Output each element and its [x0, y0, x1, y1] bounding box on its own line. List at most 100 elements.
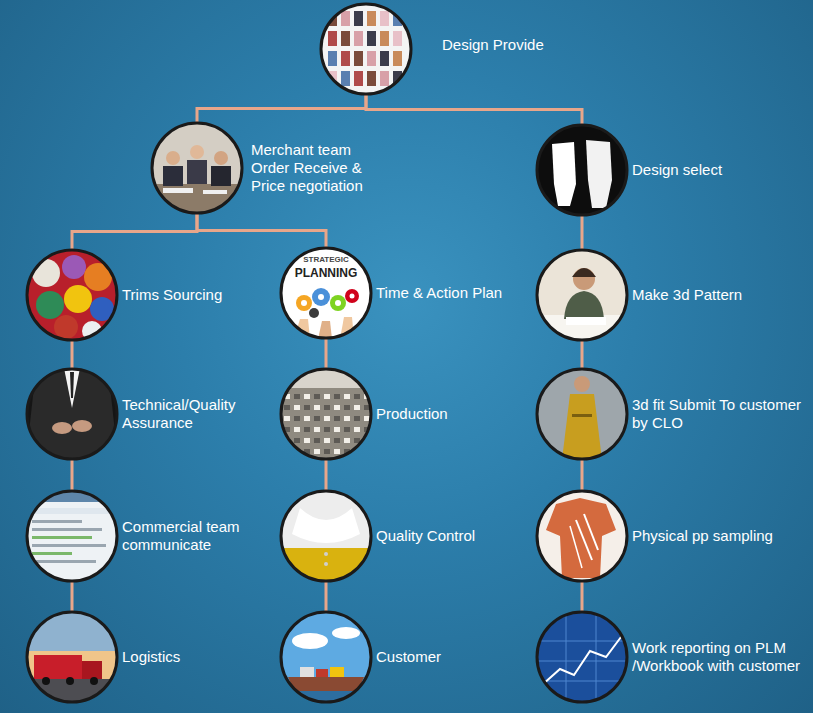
illustration-shape: [304, 427, 310, 432]
illustration-shape: [367, 71, 376, 86]
photo-node: 3d fit Submit To customer by CLO: [536, 368, 628, 460]
illustration-shape: [324, 427, 330, 432]
illustration-shape: [344, 394, 350, 399]
illustration-shape: [312, 288, 330, 306]
illustration-shape: [190, 145, 204, 159]
illustration-shape: [163, 166, 183, 186]
illustration-shape: [572, 268, 596, 277]
illustration-shape: [328, 31, 337, 46]
step-label: Customer: [376, 648, 516, 666]
photo-circle: [536, 249, 628, 341]
circle-outline: [537, 612, 627, 702]
illustration-shape: [294, 416, 300, 421]
illustration-shape: [564, 291, 604, 319]
photo-node: Quality Control: [280, 490, 372, 582]
illustration-shape: [367, 31, 376, 46]
connector-line: [325, 582, 328, 611]
illustration-ground: [536, 611, 628, 703]
illustration-ground: [26, 368, 118, 460]
illustration-shape: [334, 427, 340, 432]
circle-outline: [281, 491, 371, 581]
illustration-shape: [324, 394, 330, 399]
photo-node: Work reporting on PLM /Workbook with cus…: [536, 611, 628, 703]
illustration-shape: [314, 438, 320, 443]
illustration-shape: [354, 405, 360, 410]
illustration-shape: [324, 416, 330, 421]
illustration-ground: [536, 490, 628, 582]
connector-line: [197, 214, 326, 247]
illustration-shape: [367, 11, 376, 26]
illustration-shape: [32, 259, 60, 287]
photo-circle: [26, 249, 118, 341]
illustration-shape: [300, 667, 314, 677]
illustration-shape: [296, 295, 312, 311]
connector-line: [71, 460, 74, 490]
step-label: Logistics: [122, 648, 257, 666]
connector-line: [325, 339, 328, 368]
circle-outline: [152, 123, 242, 213]
illustration-shape: [344, 427, 350, 432]
illustration-shape: [64, 285, 92, 313]
illustration-shape: [203, 190, 227, 194]
illustration-shape: [354, 394, 360, 399]
connector-line: [325, 460, 328, 490]
illustration-shape: [52, 422, 72, 434]
illustration-shape: [354, 31, 363, 46]
photo-circle: [536, 611, 628, 703]
illustration-shape: [332, 627, 360, 639]
illustration-shape: [334, 416, 340, 421]
photo-node: Merchant team Order Receive & Price nego…: [151, 122, 243, 214]
connector-line: [71, 582, 74, 611]
illustration-shape: [284, 405, 290, 410]
circle-outline: [537, 125, 627, 215]
photo-node: Logistics: [26, 611, 118, 703]
illustration-shape: [26, 611, 118, 651]
step-label: Production: [376, 405, 516, 423]
illustration-shape: [316, 669, 328, 677]
illustration-shape: [70, 372, 74, 398]
illustration-shape: [288, 677, 364, 691]
illustration-shape: [328, 51, 337, 66]
illustration-shape: [380, 31, 389, 46]
illustration-ground: [280, 611, 372, 703]
illustration-shape: [32, 544, 106, 547]
photo-circle: [280, 490, 372, 582]
photo-node: Design Provide: [320, 3, 412, 95]
photo-node: Commercial team communicate: [26, 490, 118, 582]
illustration-shape: [314, 427, 320, 432]
step-label: Technical/Quality Assurance: [122, 396, 257, 432]
illustration-shape: [309, 308, 319, 318]
illustration-shape: [354, 416, 360, 421]
circle-outline: [27, 250, 117, 340]
illustration-shape: [380, 71, 389, 86]
photo-circle: [280, 368, 372, 460]
illustration-shape: [344, 405, 350, 410]
illustration-shape: [72, 420, 92, 432]
illustration-shape: [294, 394, 300, 399]
illustration-shape: [280, 548, 372, 582]
circle-outline: [321, 4, 411, 94]
connector-line: [71, 341, 74, 368]
illustration-shape: [304, 416, 310, 421]
illustration-shape: [393, 51, 402, 66]
illustration-shape: [380, 51, 389, 66]
illustration-ground: [320, 3, 412, 95]
illustration-shape: [570, 526, 582, 568]
illustration-shape: [324, 449, 330, 454]
illustration-shape: [572, 414, 592, 417]
illustration-ground: [26, 611, 118, 703]
connector-line: [581, 341, 584, 368]
illustration-shape: [304, 438, 310, 443]
circle-outline: [281, 248, 371, 338]
illustration-shape: [314, 416, 320, 421]
illustration-shape: [32, 536, 92, 539]
illustration-ground: [280, 368, 372, 460]
photo-circle: [320, 3, 412, 95]
illustration-shape: [32, 552, 72, 555]
illustration-shape: [380, 11, 389, 26]
illustration-shape: [314, 449, 320, 454]
illustration-shape: [364, 449, 370, 454]
illustration-shape: [42, 677, 50, 685]
